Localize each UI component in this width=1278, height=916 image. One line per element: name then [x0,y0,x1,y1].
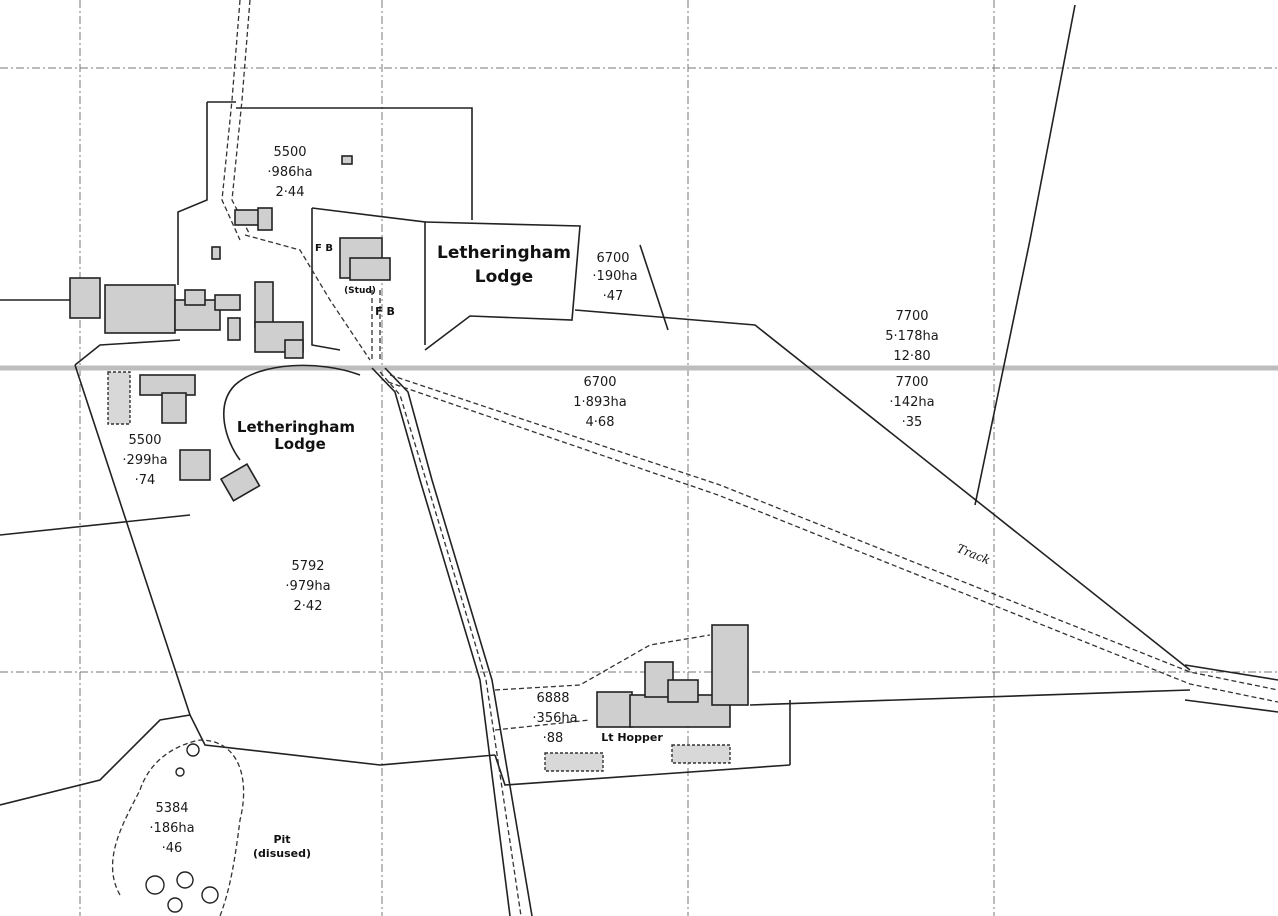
parcel-label: 6700 [583,375,616,390]
parcel-label: 6700 [596,251,629,266]
parcel-labels: 5500 ·986ha 2·44 6700 ·190ha ·47 7700 5·… [122,145,938,856]
track-label: Track [955,541,993,567]
tree-symbols [145,743,219,913]
buildings [69,155,749,772]
parcel-area: ·190ha [592,269,637,284]
parcel-acres: ·47 [603,289,624,304]
parcel-area: ·299ha [122,453,167,468]
pit-label-line1: Pit [273,833,290,846]
parcel-label: 7700 [895,375,928,390]
parcel-acres: 12·80 [893,349,930,364]
parcel-label: 5500 [273,145,306,160]
place-names: Letheringham Lodge Letheringham Lodge Lt… [237,243,992,860]
field-boundaries [0,4,1191,806]
lodge-north-name-line1: Letheringham [437,243,571,263]
hopper-label: Lt Hopper [601,731,663,744]
lodge-south-name-line1: Letheringham [237,418,355,436]
parcel-label: 5792 [291,559,324,574]
parcel-label: 5384 [155,801,188,816]
parcel-area: 1·893ha [573,395,626,410]
parcel-acres: ·74 [135,473,156,488]
parcel-acres: ·46 [162,841,183,856]
parcel-label: 7700 [895,309,928,324]
parcel-acres: 2·42 [294,599,323,614]
fb-label: F B [315,243,333,254]
lodge-south-name-line2: Lodge [274,435,326,453]
parcel-area: 5·178ha [885,329,938,344]
parcel-area: ·979ha [285,579,330,594]
lodge-north-name-line2: Lodge [475,267,533,287]
parcel-label: 5500 [128,433,161,448]
building-label: (Stud) [344,286,376,296]
parcel-area: ·986ha [267,165,312,180]
parcel-acres: ·88 [543,731,564,746]
parcel-acres: 2·44 [276,185,305,200]
parcel-area: ·186ha [149,821,194,836]
fb-label: F B [375,305,395,318]
parcel-area: ·356ha [532,711,577,726]
parcel-acres: ·35 [902,415,923,430]
roads [111,0,1278,916]
parcel-acres: 4·68 [586,415,615,430]
parcel-area: ·142ha [889,395,934,410]
pit-label-line2: (disused) [253,847,311,860]
parcel-label: 6888 [536,691,569,706]
